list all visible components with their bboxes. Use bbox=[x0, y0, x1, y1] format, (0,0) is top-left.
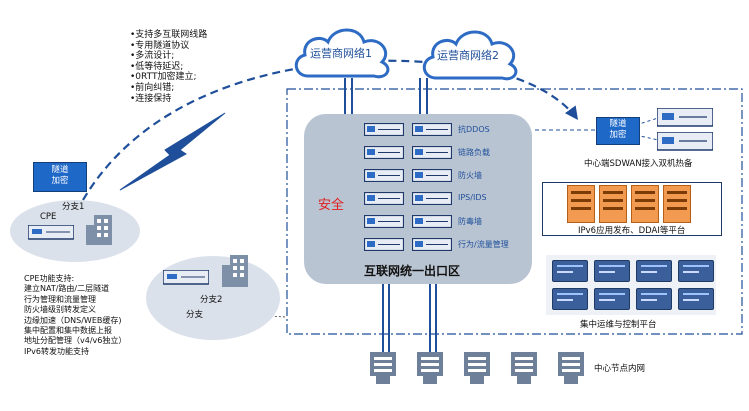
server-rack-icon bbox=[567, 185, 595, 223]
cpe-function-item: 行为管理和流量管理 bbox=[24, 294, 96, 304]
server-rack-icon bbox=[364, 238, 404, 251]
feature-item: •前向纠错; bbox=[130, 82, 175, 93]
router-icon bbox=[28, 225, 74, 240]
feature-list: •支持多互联网线路 •专用隧道协议 •多流设计; •低等待延迟; •0RTT加密… bbox=[130, 30, 207, 104]
cpe-function-item: 防火墙级别转发定义 bbox=[24, 305, 96, 315]
server-rack-icon bbox=[663, 185, 691, 223]
center-node-frame bbox=[286, 88, 743, 335]
egress-service-label: 链路负载 bbox=[458, 148, 490, 157]
ops-dashboard-tile bbox=[678, 260, 714, 282]
feature-item: •连接保持 bbox=[130, 93, 172, 104]
server-rack-icon bbox=[412, 123, 452, 136]
network-port-icon bbox=[556, 352, 586, 388]
tunnel-label-line1: 隧道 bbox=[609, 119, 627, 129]
server-rack-icon bbox=[657, 108, 713, 127]
cpe-function-item: 建立NAT/路由/二层隧道 bbox=[24, 284, 110, 294]
cpe-function-item: 地址分配管理（v4/v6独立） bbox=[24, 336, 127, 346]
building-icon bbox=[222, 255, 248, 287]
server-rack-icon bbox=[364, 215, 404, 228]
branch2-label: 分支2 bbox=[200, 295, 223, 305]
feature-item: •低等待延迟; bbox=[130, 61, 184, 72]
server-rack-icon bbox=[364, 192, 404, 205]
server-rack-icon bbox=[412, 192, 452, 205]
cloud-label-2: 运营商网络2 bbox=[437, 49, 499, 62]
cpe-function-item: CPE功能支持: bbox=[24, 274, 75, 283]
egress-title: 互联网统一出口区 bbox=[364, 264, 461, 278]
cloud-icon bbox=[294, 28, 390, 79]
egress-service-label: 行为/流量管理 bbox=[458, 240, 509, 249]
network-port-icon bbox=[509, 352, 539, 388]
server-rack-icon bbox=[412, 215, 452, 228]
server-rack-icon bbox=[364, 146, 404, 159]
cpe-function-item: 集中配置和集中数据上报 bbox=[24, 326, 112, 336]
egress-service-label: 防火墙 bbox=[458, 171, 482, 180]
ipv6-platform-label: IPv6应用发布、DDAI等平台 bbox=[578, 226, 686, 236]
tunnel-label-line1: 隧道 bbox=[51, 165, 69, 175]
ops-dashboard-tile bbox=[636, 288, 672, 310]
egress-service-label: 抗DDOS bbox=[458, 125, 490, 134]
egress-service-label: IPS/IDS bbox=[458, 193, 487, 202]
ops-label: 集中运维与控制平台 bbox=[580, 320, 657, 330]
ops-dashboard-tile bbox=[678, 288, 714, 310]
cpe-label: CPE bbox=[40, 212, 57, 222]
tunnel-encrypt-box-left: 隧道 加密 bbox=[33, 162, 87, 192]
feature-item: •多流设计; bbox=[130, 51, 175, 62]
server-rack-icon bbox=[631, 185, 659, 223]
cpe-function-item: 边缘加速（DNS/WEB缓存) bbox=[24, 315, 122, 325]
server-rack-icon bbox=[412, 169, 452, 182]
server-rack-icon bbox=[412, 146, 452, 159]
network-port-icon bbox=[415, 352, 445, 388]
branch1-label: 分支1 bbox=[62, 202, 85, 212]
tunnel-arc bbox=[82, 59, 579, 201]
egress-service-label: 防毒墙 bbox=[458, 217, 482, 226]
ops-dashboard-tile bbox=[594, 288, 630, 310]
security-label: 安全 bbox=[318, 198, 345, 213]
feature-item: •0RTT加密建立; bbox=[130, 72, 197, 83]
server-rack-icon bbox=[657, 132, 713, 151]
server-rack-icon bbox=[364, 123, 404, 136]
tunnel-label-line2: 加密 bbox=[51, 176, 69, 186]
server-rack-icon bbox=[412, 238, 452, 251]
ops-dashboard-tile bbox=[636, 260, 672, 282]
lightning-icon bbox=[119, 112, 226, 191]
router-icon bbox=[163, 270, 209, 285]
network-port-icon bbox=[462, 352, 492, 388]
ops-dashboard-tile bbox=[552, 288, 588, 310]
server-rack-icon bbox=[364, 169, 404, 182]
ops-dashboard-tile bbox=[594, 260, 630, 282]
cloud-icon bbox=[422, 30, 518, 81]
feature-item: •支持多互联网线路 bbox=[130, 30, 208, 40]
server-rack-icon bbox=[599, 185, 627, 223]
feature-item: •专用隧道协议 bbox=[130, 40, 190, 51]
cpe-function-list: CPE功能支持: 建立NAT/路由/二层隧道 行为管理和流量管理 防火墙级别转发… bbox=[24, 274, 126, 357]
ops-dashboard-tile bbox=[552, 260, 588, 282]
sdwan-label: 中心端SDWAN接入双机热备 bbox=[584, 159, 693, 169]
center-network-label: 中心节点内网 bbox=[594, 364, 646, 374]
building-icon bbox=[86, 215, 112, 245]
branch2-sublabel: 分支 bbox=[186, 310, 204, 320]
cpe-function-item: IPv6转发功能支持 bbox=[24, 346, 90, 356]
network-port-icon bbox=[368, 352, 398, 388]
cloud-label-1: 运营商网络1 bbox=[310, 47, 372, 60]
tunnel-label-line2: 加密 bbox=[609, 130, 627, 140]
tunnel-encrypt-box-right: 隧道 加密 bbox=[596, 117, 640, 145]
